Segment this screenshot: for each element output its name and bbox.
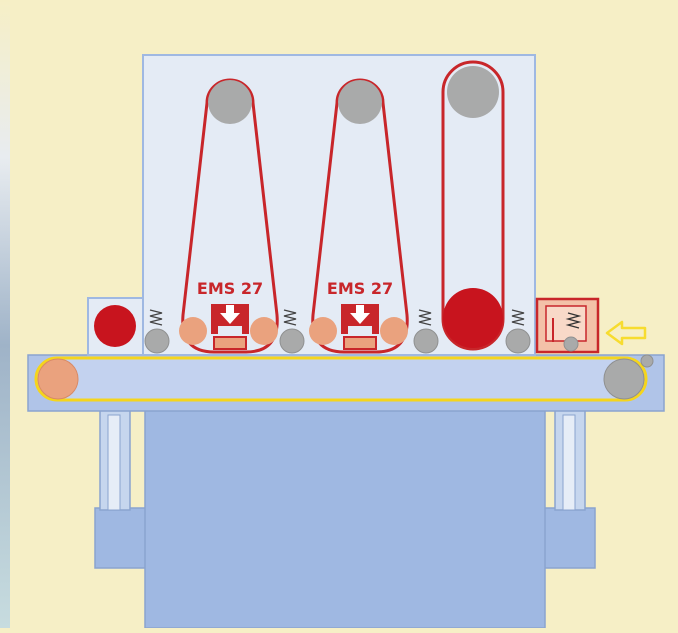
feed-roller: [563, 336, 579, 352]
feed-direction-arrow-icon: [605, 320, 647, 346]
spring-icons: [149, 309, 525, 326]
conveyor-drive-roller-right: [603, 358, 645, 400]
sanding-belt-1: [181, 78, 279, 354]
sanding-unit-2: EMS 27: [309, 78, 409, 354]
conveyor-belt: [34, 356, 648, 402]
bottom-roller-1b: [250, 317, 278, 345]
infeed-drum: [94, 305, 136, 347]
left-leg-slot: [107, 414, 121, 511]
spring-icon: [283, 309, 297, 326]
press-plate-1: [213, 336, 247, 350]
pressure-roller-4: [505, 328, 531, 354]
sanding-unit-3: [441, 60, 505, 351]
base-main-column: [144, 409, 546, 629]
top-drum-2: [338, 80, 382, 124]
pressure-roller-3: [413, 328, 439, 354]
left-edge-strip: [0, 0, 10, 628]
press-plate-2: [343, 336, 377, 350]
press-down-arrow-icon: [211, 304, 249, 334]
sanding-belt-2: [311, 78, 409, 354]
top-drum-1: [208, 80, 252, 124]
infeed-unit: [87, 297, 144, 356]
conveyor: [27, 354, 665, 412]
pressure-rollers: [144, 328, 531, 354]
spring-icon: [511, 309, 525, 326]
pressure-roller-2: [279, 328, 305, 354]
right-leg-slot: [562, 414, 576, 511]
station-2-label: EMS 27: [327, 279, 393, 298]
conveyor-drive-roller-left: [37, 358, 79, 400]
bottom-roller-2b: [380, 317, 408, 345]
bottom-roller-1a: [179, 317, 207, 345]
pressure-roller-1: [144, 328, 170, 354]
sanding-belt-3: [441, 60, 505, 351]
top-drum-3: [447, 66, 499, 118]
press-down-arrow-icon: [341, 304, 379, 334]
bottom-roller-2a: [309, 317, 337, 345]
contact-drum-3: [443, 288, 503, 348]
machine-base: [94, 409, 596, 629]
sanding-unit-1: EMS 27: [179, 78, 279, 354]
station-1-label: EMS 27: [197, 279, 263, 298]
outfeed-small-roller: [640, 354, 654, 368]
spring-icon: [149, 309, 163, 326]
spring-icon: [418, 309, 432, 326]
feed-unit: [535, 297, 600, 354]
spring-icon: [565, 312, 582, 329]
